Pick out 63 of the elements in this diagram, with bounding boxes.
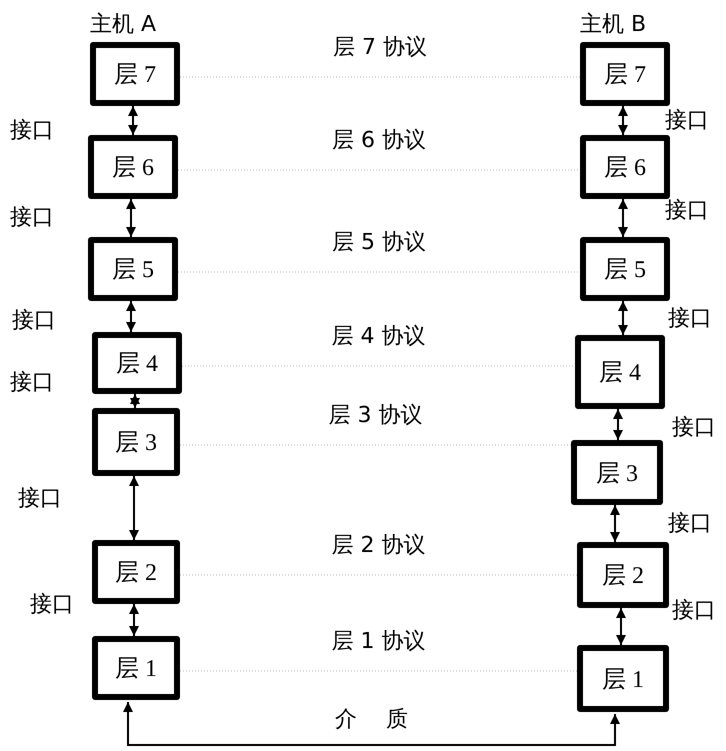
double-arrow xyxy=(126,199,136,237)
host-label: 主机 A xyxy=(90,14,156,36)
layer-box xyxy=(577,645,669,712)
layer-box xyxy=(577,542,669,608)
interface-label: 接口 xyxy=(10,372,54,394)
interface-label: 接口 xyxy=(30,594,74,616)
double-arrow xyxy=(129,476,139,540)
layer-name: 层 7 xyxy=(114,61,156,90)
interface-label: 接口 xyxy=(665,200,709,222)
layer-name: 层 1 xyxy=(602,666,644,694)
layer-name: 层 4 xyxy=(599,359,641,388)
edge-label: 层 1 协议 xyxy=(330,631,428,653)
edge-label: 层 7 协议 xyxy=(331,37,429,59)
layer-box xyxy=(92,636,180,700)
double-arrow xyxy=(618,301,628,335)
layer-box xyxy=(580,237,670,301)
layer-name: 层 3 xyxy=(115,429,157,458)
edge-label: 层 4 协议 xyxy=(330,326,428,348)
layer-name: 层 1 xyxy=(115,655,157,684)
double-arrow xyxy=(126,301,136,332)
double-arrow xyxy=(618,106,628,135)
double-arrow xyxy=(610,505,620,542)
interface-label: 接口 xyxy=(672,417,716,439)
layer-name: 层 4 xyxy=(116,350,158,379)
interface-label: 接口 xyxy=(10,120,54,142)
medium-line xyxy=(123,702,620,746)
layer-box xyxy=(90,42,180,106)
edge-label: 层 3 协议 xyxy=(326,405,424,427)
double-arrow xyxy=(128,106,138,135)
double-arrow xyxy=(613,409,623,440)
double-arrow xyxy=(618,199,628,237)
layer-name: 层 5 xyxy=(604,256,646,285)
layer-box xyxy=(92,332,182,394)
double-arrow xyxy=(130,394,140,408)
layer-name: 层 7 xyxy=(604,61,646,90)
double-arrow xyxy=(616,608,626,645)
interface-label: 接口 xyxy=(18,488,62,510)
layer-name: 层 6 xyxy=(604,154,646,183)
edge-label: 介 质 xyxy=(333,709,410,731)
host-label: 主机 B xyxy=(580,14,646,36)
layer-box xyxy=(571,440,663,505)
layer-box xyxy=(580,135,670,199)
layer-name: 层 2 xyxy=(602,562,644,591)
double-arrow xyxy=(129,604,139,636)
layer-box xyxy=(88,135,178,199)
interface-label: 接口 xyxy=(10,207,54,229)
layer-box xyxy=(88,237,178,301)
interface-label: 接口 xyxy=(668,513,712,535)
layer-box xyxy=(92,540,180,604)
layer-box xyxy=(575,335,665,409)
layer-box xyxy=(92,408,180,476)
edge-label: 层 5 协议 xyxy=(330,232,428,254)
interface-label: 接口 xyxy=(672,600,716,622)
layer-box xyxy=(580,42,670,106)
layer-name: 层 3 xyxy=(596,460,638,488)
layer-name: 层 5 xyxy=(112,256,154,285)
layer-name: 层 2 xyxy=(115,559,157,588)
interface-label: 接口 xyxy=(665,110,709,132)
interface-label: 接口 xyxy=(12,310,56,332)
edge-label: 层 2 协议 xyxy=(330,535,428,557)
edge-label: 层 6 协议 xyxy=(330,130,428,152)
layer-name: 层 6 xyxy=(112,154,154,183)
interface-label: 接口 xyxy=(668,308,712,330)
